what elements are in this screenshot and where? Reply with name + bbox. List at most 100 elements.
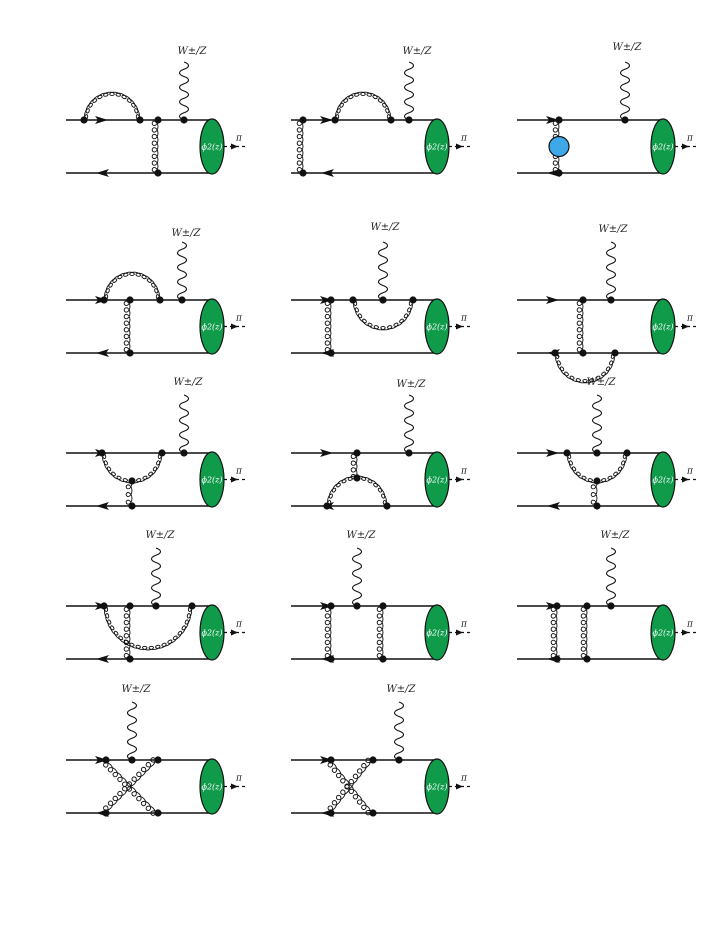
pion-label: π <box>235 467 243 477</box>
amplitude-label: ϕ2(z) <box>427 323 448 332</box>
outgoing-quark-arrow <box>96 169 109 177</box>
pion-arrow <box>456 143 463 150</box>
boson-label: W±/Z <box>601 530 631 541</box>
boson-label: W±/Z <box>178 46 208 57</box>
vertex-dot <box>555 116 563 124</box>
gluon-line <box>376 605 384 660</box>
feynman-diagram-7: ϕ2(z)πW±/Z <box>66 377 248 510</box>
vertex-dot <box>100 296 108 304</box>
vertex-dot <box>128 756 136 764</box>
pion-arrow <box>456 629 463 636</box>
vertex-dot <box>349 296 357 304</box>
gluon-line <box>296 119 304 174</box>
vertex-dot <box>327 602 335 610</box>
amplitude-label: ϕ2(z) <box>202 629 223 638</box>
vertex-dot <box>553 655 561 663</box>
pion-label: π <box>460 314 468 324</box>
boson-line <box>403 394 415 454</box>
pion-arrow <box>682 143 689 150</box>
amplitude-label: ϕ2(z) <box>653 476 674 485</box>
vertex-dot <box>593 477 601 485</box>
boson-line <box>393 701 405 761</box>
vertex-dot <box>327 655 335 663</box>
pion-arrow <box>456 783 463 790</box>
vertex-dot <box>369 809 377 817</box>
vertex-dot <box>405 116 413 124</box>
vertex-dot <box>607 602 615 610</box>
boson-label: W±/Z <box>599 224 629 235</box>
feynman-diagram-10: ϕ2(z)πW±/Z <box>66 530 248 663</box>
pion-label: π <box>460 467 468 477</box>
vertex-dot <box>395 756 403 764</box>
feynman-diagram-13: ϕ2(z)πW±/Z <box>66 684 248 817</box>
vertex-dot <box>180 449 188 457</box>
vertex-dot <box>154 169 162 177</box>
vertex-dot <box>327 296 335 304</box>
pion-arrow <box>682 629 689 636</box>
vertex-dot <box>379 296 387 304</box>
vertex-dot <box>323 502 331 510</box>
gluon-line <box>327 757 374 814</box>
pion-label: π <box>235 774 243 784</box>
gluon-line <box>576 299 584 354</box>
vertex-dot <box>126 655 134 663</box>
outgoing-quark-arrow <box>321 169 334 177</box>
vertex-dot <box>126 296 134 304</box>
incoming-quark-arrow <box>320 116 333 124</box>
feynman-diagram-8: ϕ2(z)πW±/Z <box>291 379 473 510</box>
feynman-diagram-2: ϕ2(z)πW±/Z <box>291 46 473 177</box>
feynman-diagram-9: ϕ2(z)πW±/Z <box>517 377 699 510</box>
incoming-quark-arrow <box>546 602 559 610</box>
boson-line <box>605 547 617 607</box>
pion-arrow <box>231 323 238 330</box>
vertex-dot <box>387 116 395 124</box>
pion-label: π <box>235 620 243 630</box>
feynman-diagram-1: ϕ2(z)πW±/Z <box>66 46 248 177</box>
amplitude-label: ϕ2(z) <box>653 629 674 638</box>
vertex-dot <box>152 602 160 610</box>
gluon-line <box>125 482 133 507</box>
gluon-line <box>83 91 141 121</box>
vertex-dot <box>579 296 587 304</box>
vertex-dot <box>405 449 413 457</box>
effective-vertex-blob <box>548 135 570 158</box>
vertex-dot <box>409 296 417 304</box>
gluon-line <box>324 605 332 660</box>
pion-arrow <box>231 629 238 636</box>
outgoing-quark-arrow <box>96 349 109 357</box>
vertex-dot <box>98 449 106 457</box>
gluon-line <box>151 119 159 174</box>
pion-label: π <box>460 774 468 784</box>
vertex-dot <box>331 116 339 124</box>
incoming-quark-arrow <box>320 602 333 610</box>
gluon-line <box>554 352 616 384</box>
boson-label: W±/Z <box>172 228 202 239</box>
pion-arrow <box>682 476 689 483</box>
vertex-dot <box>299 169 307 177</box>
boson-line <box>591 394 603 454</box>
vertex-dot <box>621 116 629 124</box>
vertex-dot <box>579 349 587 357</box>
vertex-dot <box>188 602 196 610</box>
boson-line <box>176 241 188 301</box>
vertex-dot <box>611 349 619 357</box>
pion-label: π <box>686 314 694 324</box>
boson-line <box>377 241 389 301</box>
vertex-dot <box>555 169 563 177</box>
vertex-dot <box>100 602 108 610</box>
vertex-dot <box>126 602 134 610</box>
vertex-dot <box>327 809 335 817</box>
incoming-quark-arrow <box>320 449 333 457</box>
vertex-dot <box>178 296 186 304</box>
vertex-dot <box>102 809 110 817</box>
boson-label: W±/Z <box>174 377 204 388</box>
boson-line <box>178 394 190 454</box>
pion-label: π <box>235 134 243 144</box>
boson-label: W±/Z <box>347 530 377 541</box>
vertex-dot <box>553 602 561 610</box>
vertex-dot <box>156 296 164 304</box>
gluon-line <box>123 299 131 354</box>
boson-label: W±/Z <box>587 377 617 388</box>
incoming-quark-arrow <box>546 116 559 124</box>
